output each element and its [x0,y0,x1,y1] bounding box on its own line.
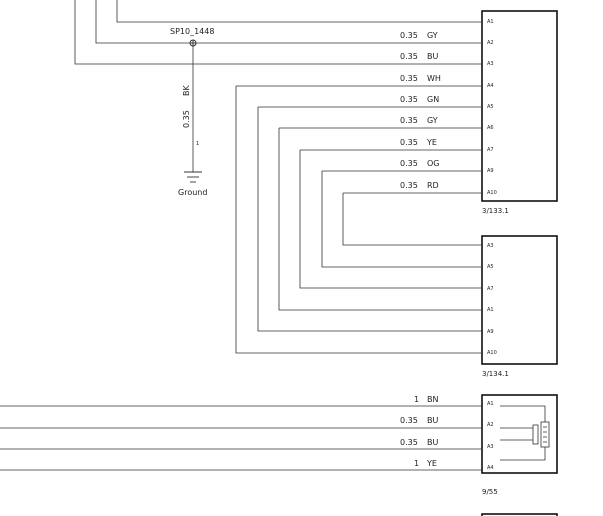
splice-icon[interactable] [189,39,197,47]
connector-3-133-1[interactable]: A1 A2 A3 A4 A5 A6 A7 A9 A10 3/133.1 [481,10,558,215]
wire-gauge: 0.35 [400,31,418,40]
wire-gauge: 1 [414,395,419,404]
pin-label: A1 [487,307,494,313]
wire-a3[interactable] [74,0,482,65]
wire-gauge: 1 [414,459,419,468]
pin-label: A9 [487,168,494,174]
pin-label: A7 [487,147,494,153]
wire-gauge: 0.35 [400,438,418,447]
pin-label: A3 [487,243,494,249]
pin-label: A5 [487,264,494,270]
pin-label: A1 [487,401,494,407]
pin-label: A9 [487,329,494,335]
wire-gauge: 0.35 [400,159,418,168]
wire-gauge: 0.35 [400,95,418,104]
wire-color: BN [427,395,438,404]
connector-9-55[interactable]: A1 A2 A3 A4 9/55 [481,394,558,496]
wire-ye-a7[interactable] [299,150,482,289]
wires-group-955 [0,405,482,471]
splice-label: SP10_1448 [170,27,214,36]
connector-box-3-134-1[interactable] [481,235,558,365]
pin-label: A1 [487,19,494,25]
connector-id: 3/133.1 [482,207,509,215]
wire-color: RD [427,181,439,190]
wire-color: BU [427,416,438,425]
splice-group: SP10_1448 0.35 BK 1 Ground [170,27,214,197]
sensor-element-icon [500,405,550,461]
pin-label: A3 [487,61,494,67]
connector-box-3-133-1[interactable] [481,10,558,202]
ground-icon [184,171,202,183]
wires-group-133 [74,0,482,194]
wire-gauge: 0.35 [400,138,418,147]
wire-og-a5[interactable] [321,171,482,268]
wire-gauge: 0.35 [400,52,418,61]
wire-rd-a3[interactable] [342,193,482,246]
pin-label: A10 [487,190,497,196]
wire-gauge: 0.35 [400,116,418,125]
wire-a2[interactable] [95,0,482,44]
ground-wire-color: BK [182,85,191,96]
wire-color: GY [427,116,438,125]
wire-a1[interactable] [116,0,482,23]
wire-labels-955: 1 BN 0.35 BU 0.35 BU 1 YE [400,395,438,468]
pin-label: A4 [487,465,494,471]
wire-gy-a1[interactable] [278,128,482,311]
wire-color: YE [426,459,437,468]
wire-color: BU [427,52,438,61]
pin-label: A10 [487,350,497,356]
pin-label: A5 [487,104,494,110]
wire-color: WH [427,74,441,83]
wire-labels-133: 0.35 GY 0.35 BU 0.35 WH 0.35 GN 0.35 GY … [400,31,441,190]
wire-color: YE [426,138,437,147]
connector-id: 3/134.1 [482,370,509,378]
wire-color: GN [427,95,439,104]
wire-gauge: 0.35 [400,74,418,83]
pin-label: A6 [487,125,494,131]
ground-label: Ground [178,188,207,197]
ground-wire-gauge: 0.35 [182,110,191,128]
wire-gn-a9[interactable] [257,107,482,332]
wire-color: GY [427,31,438,40]
connector-3-134-1[interactable]: A3 A5 A7 A1 A9 A10 3/134.1 [481,235,558,378]
pin-label: A7 [487,286,494,292]
pin-label: A2 [487,422,494,428]
wires-group-134 [235,86,482,354]
pin-label: A3 [487,444,494,450]
wire-color: OG [427,159,440,168]
pin-label: A2 [487,40,494,46]
connector-id: 9/55 [482,488,498,496]
wire-gauge: 0.35 [400,416,418,425]
wire-gauge: 0.35 [400,181,418,190]
wire-color: BU [427,438,438,447]
pin-label: A4 [487,83,494,89]
connector-box-partial[interactable] [481,513,558,516]
wire-wh-a10[interactable] [235,86,482,354]
ground-pin: 1 [196,141,199,147]
